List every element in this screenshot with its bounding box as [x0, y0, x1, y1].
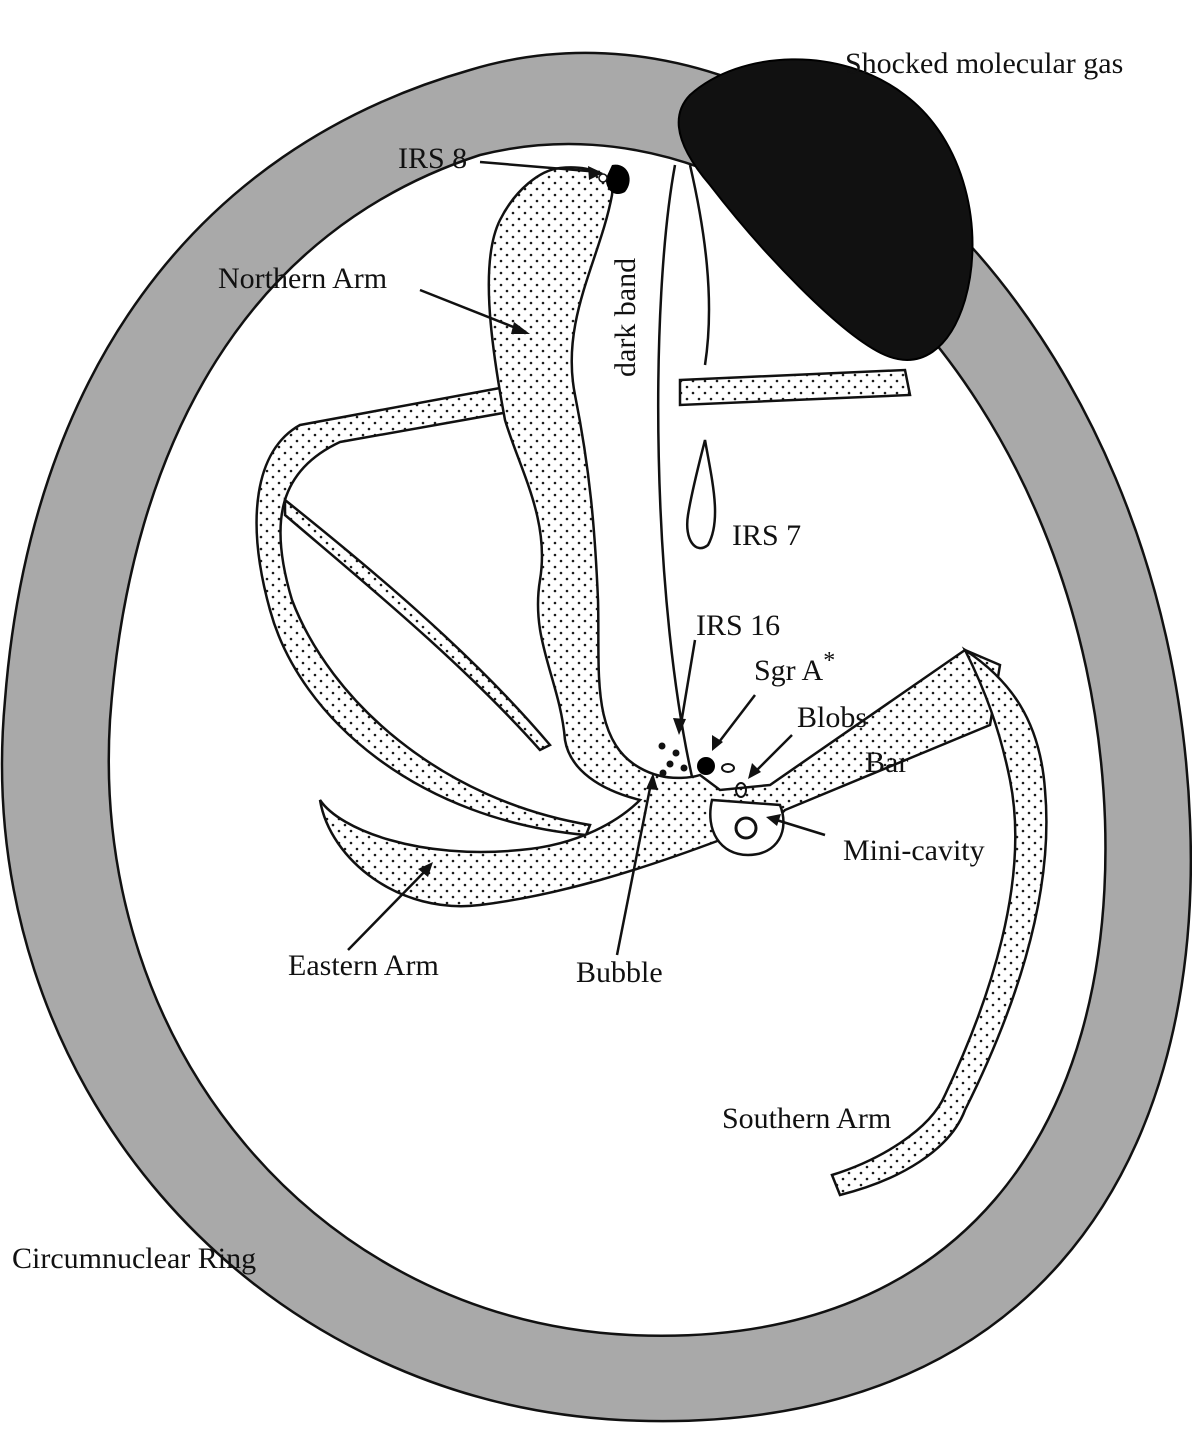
- label-bubble: Bubble: [576, 956, 663, 989]
- inner-loop-streamer: [285, 500, 550, 750]
- label-southern-arm: Southern Arm: [722, 1102, 891, 1135]
- label-sgr-a: Sgr A*: [754, 648, 835, 687]
- irs8-source: [606, 165, 630, 194]
- label-blobs: Blobs: [797, 701, 867, 734]
- label-northern-arm: Northern Arm: [218, 262, 387, 295]
- irs16-cluster: [659, 743, 688, 777]
- mini-cavity-ring: [736, 818, 756, 838]
- label-irs8: IRS 8: [398, 142, 467, 175]
- label-irs16: IRS 16: [696, 609, 780, 642]
- label-shocked-molecular-gas: Shocked molecular gas: [845, 47, 1123, 80]
- label-dark-band: dark band: [609, 258, 642, 377]
- blob-1: [722, 764, 734, 772]
- sgr-a-star-source: [697, 757, 715, 775]
- upper-streamer: [680, 370, 910, 405]
- irs7-source: [687, 440, 715, 548]
- label-circumnuclear-ring: Circumnuclear Ring: [12, 1242, 256, 1275]
- irs8-halo: [599, 174, 607, 182]
- label-eastern-arm: Eastern Arm: [288, 949, 439, 982]
- label-mini-cavity: Mini-cavity: [843, 834, 985, 867]
- label-bar: Bar: [865, 746, 908, 779]
- shocked-molecular-gas: [679, 59, 973, 360]
- label-irs7: IRS 7: [732, 519, 801, 552]
